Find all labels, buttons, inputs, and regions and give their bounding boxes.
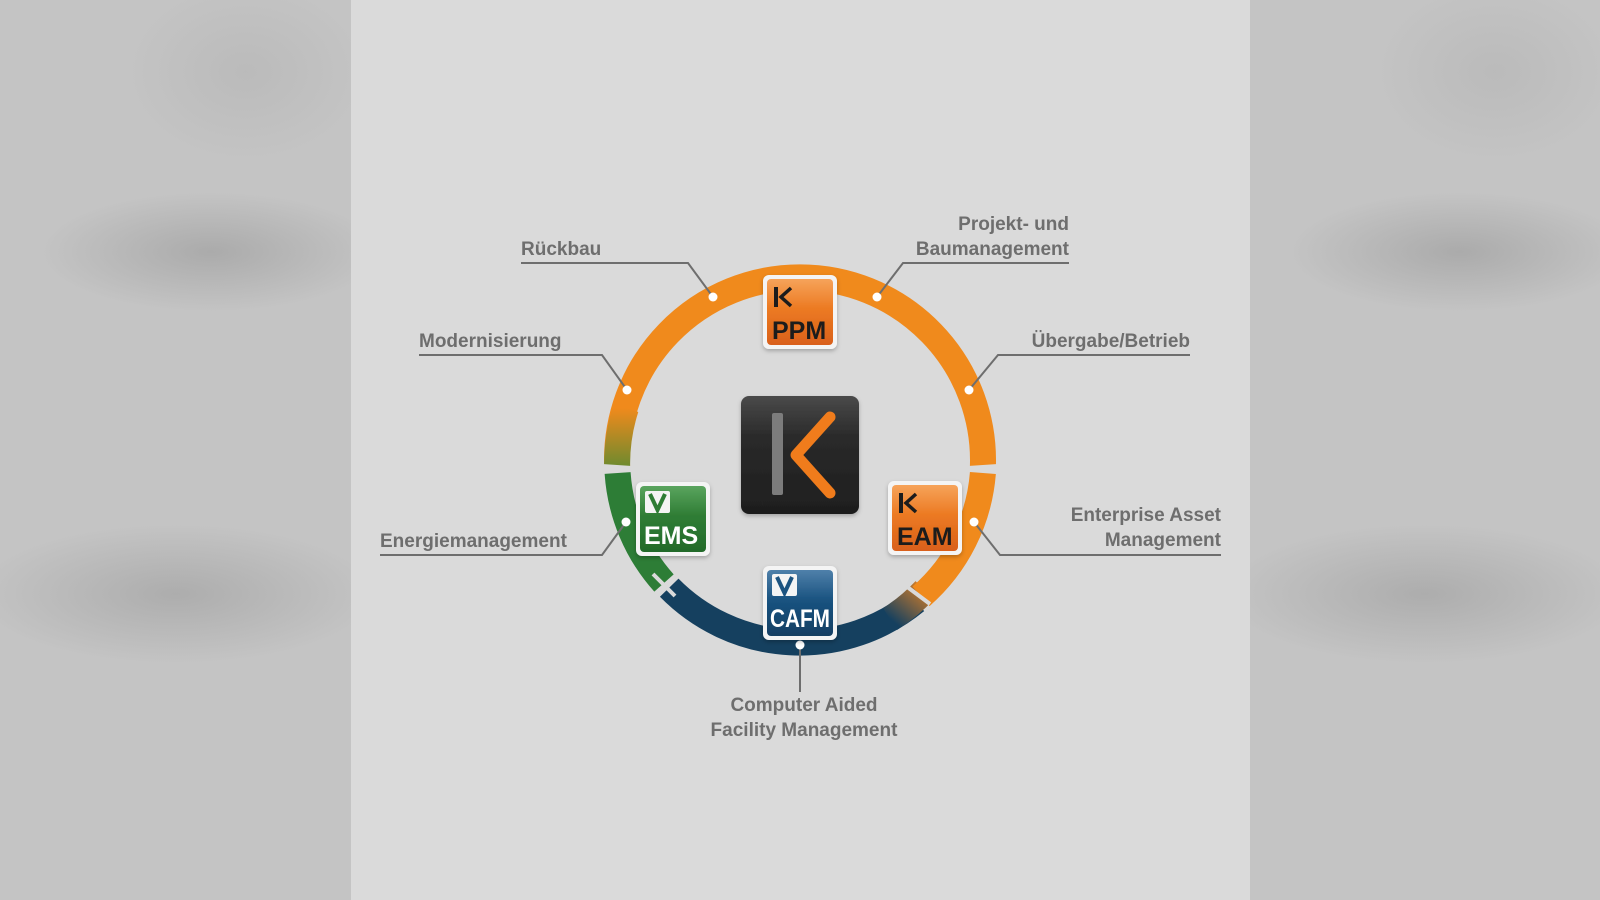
module-label-ems: EMS <box>644 522 698 550</box>
phase-labels: Rückbau Projekt- und Baumanagement Moder… <box>380 214 1222 741</box>
label-modernisierung: Modernisierung <box>419 331 562 352</box>
label-cafm-line1: Computer Aided <box>730 695 877 716</box>
module-tile-cafm[interactable]: CAFM <box>763 566 837 640</box>
v-brand-icon <box>772 574 797 598</box>
ring-segment-navy <box>659 578 925 656</box>
dot-modernisierung <box>622 385 632 395</box>
module-tile-ems[interactable]: EMS <box>636 482 710 556</box>
ring-separator <box>904 584 932 606</box>
label-cafm-line2: Facility Management <box>711 720 899 741</box>
leader-uebergabe <box>968 354 1190 391</box>
k-logo-icon <box>772 411 836 499</box>
k-brand-icon <box>899 492 918 514</box>
module-label-cafm: CAFM <box>770 605 830 633</box>
leader-energie <box>380 521 627 556</box>
label-energie: Energiemanagement <box>380 531 568 552</box>
dot-rueckbau <box>708 292 718 302</box>
leader-eam <box>973 521 1221 556</box>
ring-separator <box>601 464 633 470</box>
blurred-background-left <box>0 0 351 900</box>
dot-cafm <box>795 640 805 650</box>
dot-eam <box>969 517 979 527</box>
ring-segment-orange-lower <box>912 471 996 607</box>
dot-projekt <box>872 292 882 302</box>
ring-segment-transition-left <box>604 404 639 467</box>
leader-lines <box>380 262 1221 692</box>
leader-modernisierung <box>419 354 628 391</box>
module-label-ppm: PPM <box>772 317 826 345</box>
label-uebergabe: Übergabe/Betrieb <box>1032 331 1190 352</box>
module-label-eam: EAM <box>897 523 953 551</box>
connection-dots <box>621 292 979 650</box>
module-tile-eam[interactable]: EAM <box>888 481 962 555</box>
ring-separator <box>967 464 999 470</box>
label-eam-line1: Enterprise Asset <box>1071 505 1222 526</box>
module-tile-ppm[interactable]: PPM <box>763 275 837 349</box>
leader-projekt <box>876 262 1069 298</box>
dot-energie <box>621 517 631 527</box>
label-projekt-line1: Projekt- und <box>958 214 1069 235</box>
ring-segment-green <box>604 471 674 592</box>
blurred-background-right <box>1249 0 1600 900</box>
v-brand-icon <box>645 491 670 515</box>
leader-rueckbau <box>521 262 714 298</box>
k-brand-icon <box>774 286 793 308</box>
label-projekt-line2: Baumanagement <box>916 239 1070 260</box>
ring-separator <box>651 572 677 598</box>
label-eam-line2: Management <box>1105 530 1222 551</box>
center-logo <box>741 396 859 514</box>
label-rueckbau: Rückbau <box>521 239 601 260</box>
dot-uebergabe <box>964 385 974 395</box>
